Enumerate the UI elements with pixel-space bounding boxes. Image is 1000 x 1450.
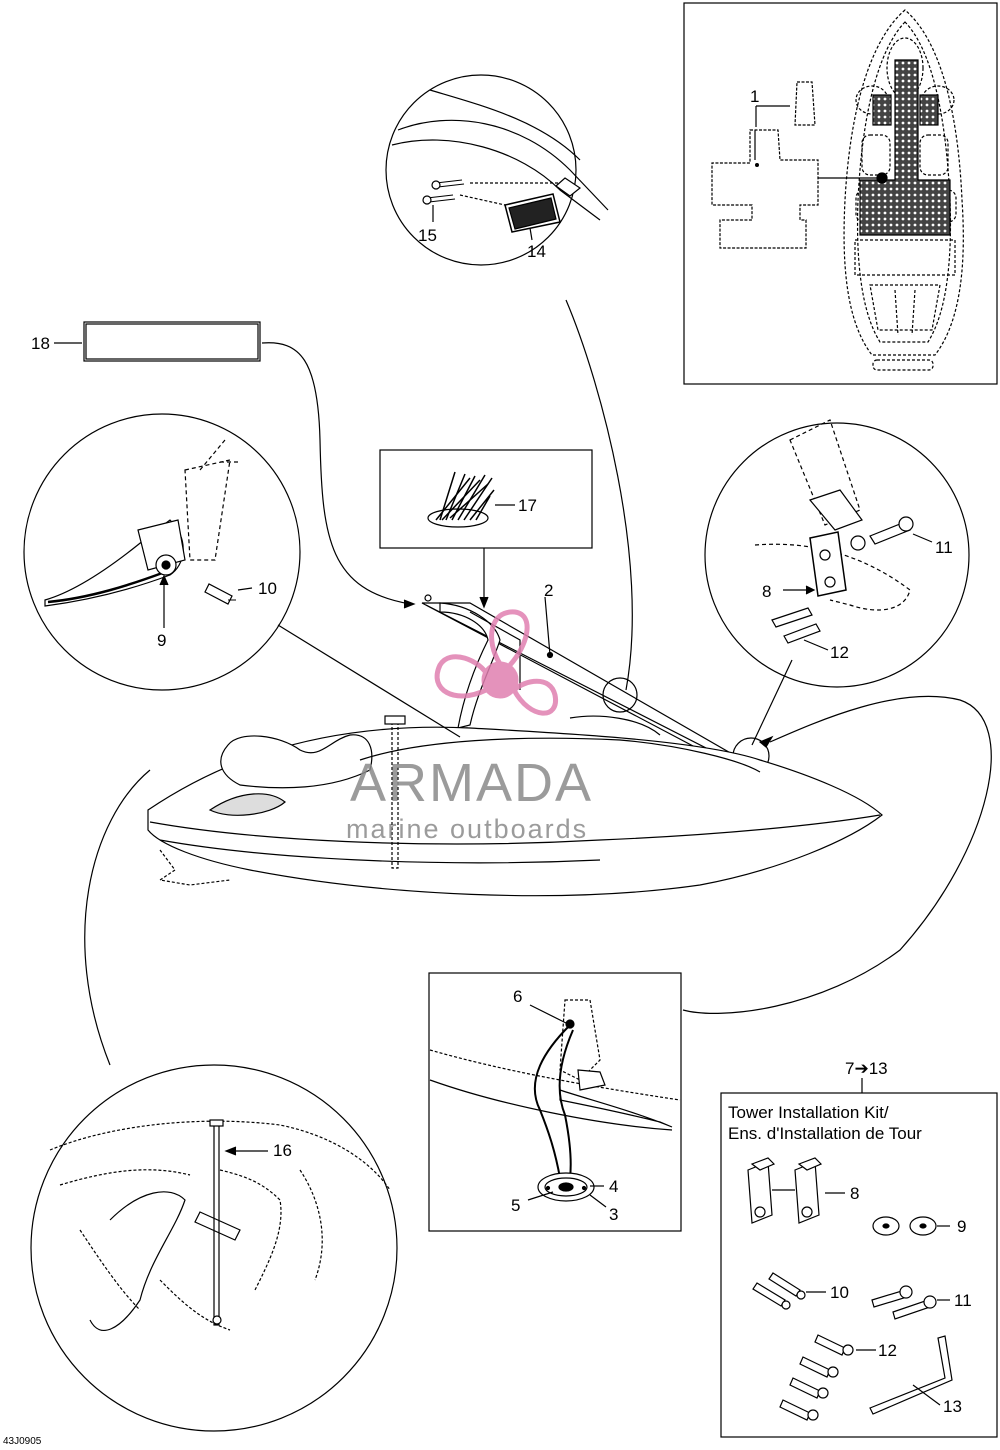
kit-title-line2: Ens. d'Installation de Tour <box>728 1124 922 1143</box>
leader-right-circle <box>751 659 793 746</box>
deck-mat-location <box>859 59 951 236</box>
leader-bottom-box <box>682 695 992 1014</box>
leader-bottom-circle <box>84 769 151 1066</box>
lanyard-detail-box <box>428 972 682 1232</box>
propeller-logo-icon <box>434 609 558 716</box>
callout-15: 15 <box>418 226 437 245</box>
callout-14: 14 <box>527 242 546 261</box>
arrow-right-circle <box>758 735 774 748</box>
boat-top-view-frame <box>683 2 998 385</box>
rod-detail-circle <box>30 1064 398 1432</box>
callout-11: 11 <box>935 538 953 557</box>
tower-kit-box <box>720 1078 998 1438</box>
kit-callout-12: 12 <box>878 1341 897 1360</box>
watermark-subtitle: marine outboards <box>346 814 589 844</box>
callout-8: 8 <box>762 582 772 601</box>
kit-callout-11: 11 <box>954 1291 972 1310</box>
callout-10: 10 <box>258 579 277 598</box>
callout-18: 18 <box>31 334 50 353</box>
mirror-detail-circle <box>385 74 609 266</box>
deck-mat-part-1 <box>711 81 882 249</box>
callout-3: 3 <box>609 1205 619 1224</box>
drawing-code: 43J0905 <box>3 1436 42 1447</box>
callout-2: 2 <box>544 581 554 600</box>
leader-1 <box>755 105 790 127</box>
callout-7-13: 7➔13 <box>845 1059 888 1078</box>
kit-title: Tower Installation Kit/ Ens. d'Installat… <box>728 1102 922 1144</box>
kit-title-line1: Tower Installation Kit/ <box>728 1103 889 1122</box>
callout-5: 5 <box>511 1196 521 1215</box>
tower-assembly <box>421 594 770 776</box>
watermark-title: ARMADA <box>350 753 594 813</box>
warning-label-part-18 <box>54 321 416 609</box>
boat-side-view <box>147 715 883 897</box>
callout-4: 4 <box>609 1177 619 1196</box>
callout-16: 16 <box>273 1141 292 1160</box>
boat-top-view <box>843 9 964 371</box>
fastener-box <box>379 449 593 609</box>
kit-callout-9: 9 <box>957 1217 967 1236</box>
callout-9: 9 <box>157 631 167 650</box>
callout-6: 6 <box>513 987 523 1006</box>
kit-callout-10: 10 <box>830 1283 849 1302</box>
leader-top-circle <box>565 299 633 691</box>
bracket-detail-circle <box>704 419 970 688</box>
callout-12: 12 <box>830 643 849 662</box>
kit-callout-8: 8 <box>850 1184 860 1203</box>
callout-1: 1 <box>750 87 760 106</box>
callout-17: 17 <box>518 496 537 515</box>
kit-callout-13: 13 <box>943 1397 962 1416</box>
pivot-detail-circle <box>23 413 301 691</box>
leader-left-circle <box>277 624 461 738</box>
